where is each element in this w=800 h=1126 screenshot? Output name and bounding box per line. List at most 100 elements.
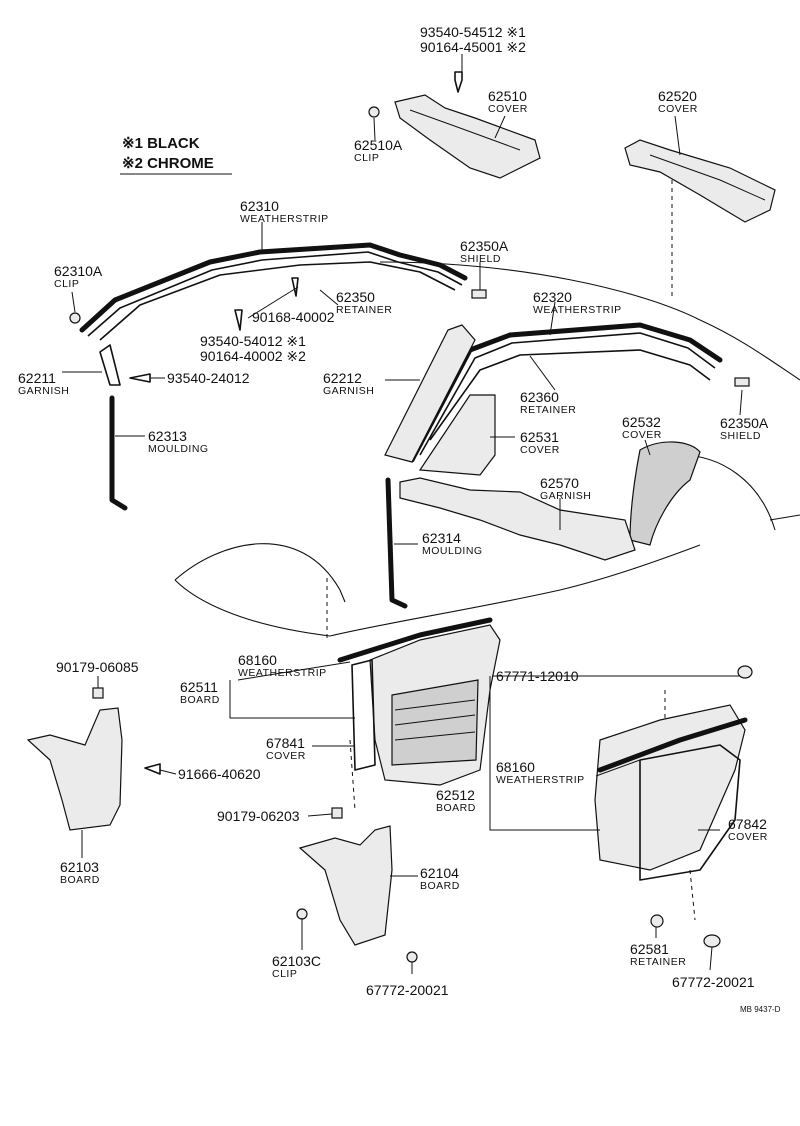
cover-62520-shape [624,139,776,223]
label-62510-number: 62510 [488,88,527,104]
label-62360-number: 62360 [520,389,559,405]
weatherstrip-68160-left-shape [337,617,493,663]
clip-62310a-shape [69,312,81,324]
label-67841-name: COVER [266,750,306,762]
label-62310-name: WEATHERSTRIP [240,213,329,225]
cover-62532-shape [629,441,701,546]
label-62532-name: COVER [622,429,662,441]
label-62350a-top-name: SHIELD [460,253,501,265]
label-90164-40002: 90164-40002 ※2 [200,348,306,364]
moulding-62313-shape [109,395,128,511]
label-62511-number: 62511 [180,679,218,695]
clip-67772-20021-mid-shape [406,951,418,963]
label-62310a-number: 62310A [54,263,103,279]
part-labels: 93540-54512 ※1 90164-45001 ※2 62510 COVE… [18,24,781,1014]
part-drawings [26,71,776,963]
weatherstrip-68160-right-shape [597,717,748,773]
label-62104-number: 62104 [420,865,459,881]
label-62211-number: 62211 [18,370,56,386]
label-62531-number: 62531 [520,429,559,445]
shield-62350a-top-shape [471,289,487,299]
label-62350a-right-name: SHIELD [720,430,761,442]
retainer-62350-shape [99,261,456,341]
legend: ※1 BLACK ※2 CHROME [120,135,232,175]
board-62511-panel [391,679,479,766]
legend-chrome: ※2 CHROME [122,155,214,172]
label-62103-name: BOARD [60,874,100,886]
label-93540-54012: 93540-54012 ※1 [200,333,306,349]
retainer-62581-shape [650,914,664,928]
label-93540-24012: 93540-24012 [167,370,250,386]
label-62520-number: 62520 [658,88,697,104]
screw-93540-54512-shape [454,71,463,93]
label-62570-number: 62570 [540,475,579,491]
label-62313-number: 62313 [148,428,187,444]
garnish-62212-shape [384,324,476,463]
label-68160-left-name: WEATHERSTRIP [238,667,327,679]
label-62104-name: BOARD [420,880,460,892]
label-62512-name: BOARD [436,802,476,814]
label-62581-name: RETAINER [630,956,686,968]
label-62510a-name: CLIP [354,152,379,164]
label-68160-left-number: 68160 [238,652,277,668]
cover-62531-shape [418,394,496,476]
label-93540-54512: 93540-54512 ※1 [420,24,526,40]
label-62510-name: COVER [488,103,528,115]
label-62314-name: MOULDING [422,545,483,557]
label-90168-40002: 90168-40002 [252,309,335,325]
cover-62510-shape [394,94,541,179]
garnish-62570-shape [399,477,636,561]
moulding-62314-shape [385,477,408,609]
label-62350-name: RETAINER [336,304,392,316]
label-62314-number: 62314 [422,530,461,546]
label-62320-number: 62320 [533,289,572,305]
label-62531-name: COVER [520,444,560,456]
label-62313-name: MOULDING [148,443,209,455]
label-62570-name: GARNISH [540,490,591,502]
label-68160-right-number: 68160 [496,759,535,775]
label-62510a-number: 62510A [354,137,403,153]
clip-90179-06085-shape [92,687,104,699]
clip-90179-06203-shape [331,807,343,819]
clip-67772-20021-right-shape [703,934,721,948]
screw-91666-40620-shape [144,763,161,775]
label-62211-name: GARNISH [18,385,69,397]
label-67841-number: 67841 [266,735,305,751]
label-91666-40620: 91666-40620 [178,766,261,782]
cover-67842-shape [639,744,741,881]
label-62532-number: 62532 [622,414,661,430]
label-62511-name: BOARD [180,694,220,706]
figure-code: MB 9437-D [740,1005,781,1014]
label-90179-06085: 90179-06085 [56,659,139,675]
clip-67771-12010-shape [737,665,753,679]
screw-90168-40002-shape [291,277,299,297]
label-62581-number: 62581 [630,941,669,957]
label-62512-number: 62512 [436,787,475,803]
label-62350a-top-number: 62350A [460,238,509,254]
clip-62510a-shape [368,106,380,118]
label-62212-name: GARNISH [323,385,374,397]
board-62104-shape [298,825,393,946]
label-62350a-right-number: 62350A [720,415,769,431]
label-62310-number: 62310 [240,198,279,214]
label-62520-name: COVER [658,103,698,115]
label-67772-20021-mid: 67772-20021 [366,982,449,998]
screw-93540-54012-shape [234,309,243,331]
leader-lines [62,54,743,974]
label-67772-20021-right: 67772-20021 [672,974,755,990]
label-62320-name: WEATHERSTRIP [533,304,622,316]
clip-62103c-shape [296,908,308,920]
legend-black: ※1 BLACK [122,135,200,152]
label-62350-number: 62350 [336,289,375,305]
cover-67841-shape [351,659,376,771]
label-62310a-name: CLIP [54,278,79,290]
label-62212-number: 62212 [323,370,362,386]
shield-62350a-right-shape [734,377,750,387]
label-90179-06203: 90179-06203 [217,808,300,824]
weatherstrip-62310-shape [79,242,468,333]
label-67771-12010: 67771-12010 [496,668,579,684]
label-62103-number: 62103 [60,859,99,875]
label-62103c-name: CLIP [272,968,297,980]
label-90164-45001: 90164-45001 ※2 [420,39,526,55]
